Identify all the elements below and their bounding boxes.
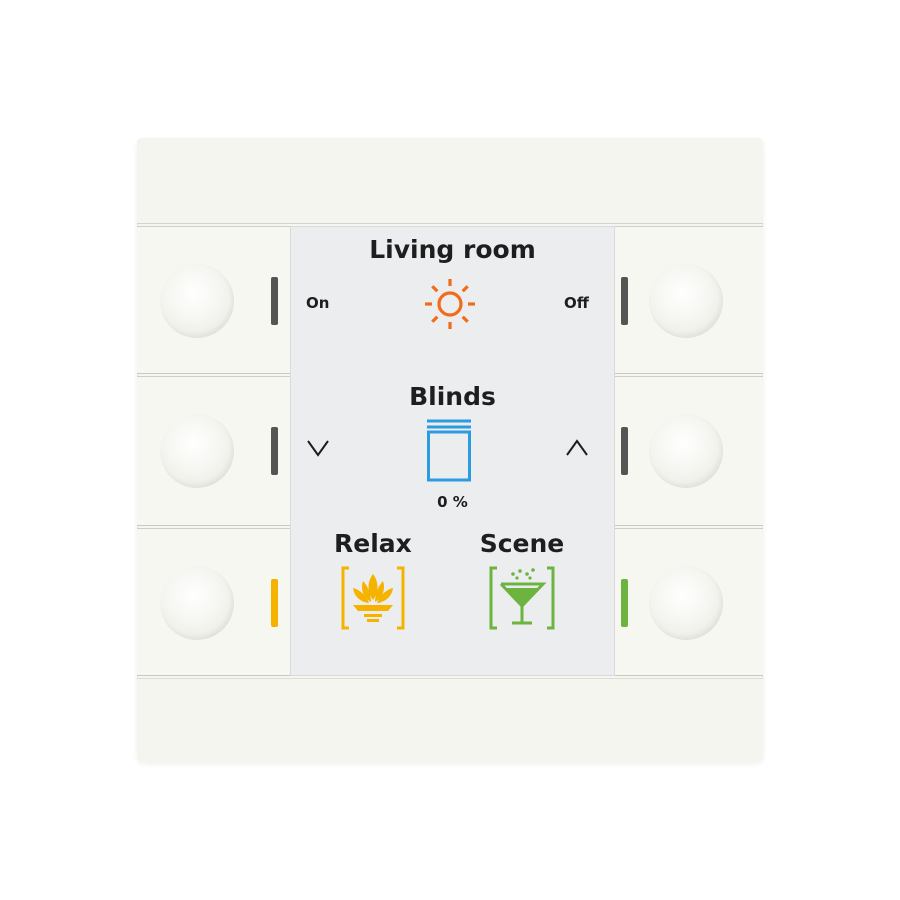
rocker-light-off-button[interactable] [615,226,763,374]
blinds-position: 0 % [437,493,468,511]
status-led [271,579,278,627]
light-title: Living room [369,235,536,264]
button-bump [160,566,234,640]
chevron-down-icon [307,440,329,457]
lotus-icon [341,566,405,630]
chevron-up-icon [566,439,588,456]
status-led [271,277,278,325]
on-label: On [306,294,330,312]
button-bump [649,264,723,338]
button-bump [649,414,723,488]
rocker-relax-button[interactable] [137,528,290,676]
status-led [621,427,628,475]
off-label: Off [564,294,589,312]
scene-title: Scene [479,529,565,558]
button-bump [160,414,234,488]
rocker-scene-button[interactable] [615,528,763,676]
button-bump [649,566,723,640]
sun-icon [425,279,475,329]
rocker-light-on-button[interactable] [137,226,290,374]
button-bump [160,264,234,338]
rocker-blinds-down-button[interactable] [137,376,290,526]
blind-icon [427,419,471,482]
rocker-blinds-up-button[interactable] [615,376,763,526]
blinds-title: Blinds [409,382,496,411]
display-screen: Living room On Off Blinds 0 % Relax Scen… [290,226,615,676]
top-frame [137,138,763,224]
status-led [621,277,628,325]
status-led [271,427,278,475]
status-led [621,579,628,627]
relax-title: Relax [334,529,412,558]
cocktail-icon [489,566,555,630]
bottom-frame [137,678,763,762]
